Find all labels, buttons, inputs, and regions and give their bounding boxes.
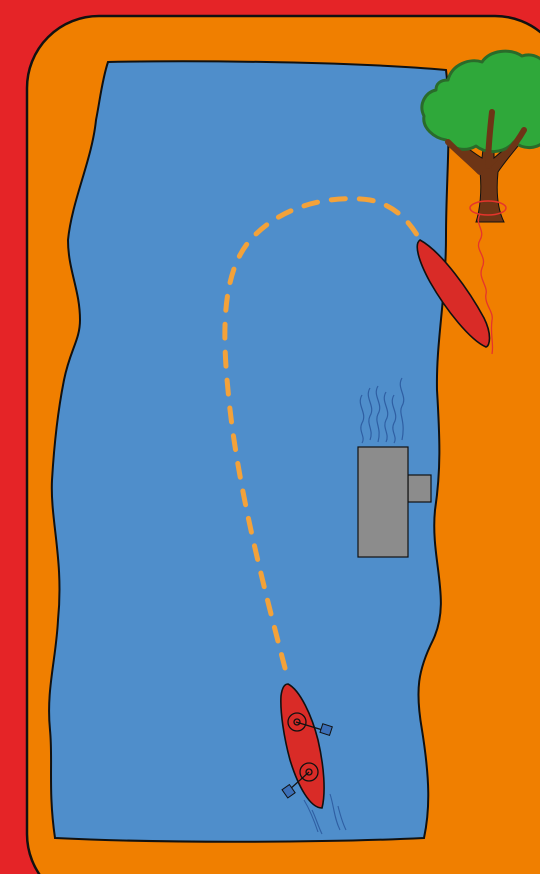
paddler-rear-head: [305, 768, 313, 776]
dock-platform: [357, 446, 409, 558]
wake-lines: [303, 793, 347, 835]
river: [48, 60, 450, 843]
rope-loop: [469, 200, 507, 216]
tree-branch-mid: [485, 109, 495, 169]
mooring-rope: [477, 213, 494, 355]
tree-icon: [420, 49, 540, 223]
paddler-front-head: [293, 718, 301, 726]
dock: [357, 446, 432, 558]
paddle-blade-front: [319, 723, 333, 736]
wavy-lines-icon: [359, 377, 405, 444]
dock-walkway: [407, 474, 432, 503]
paddle-shaft-rear: [288, 771, 310, 791]
dashed-route: [222, 196, 423, 671]
tree-branch-left: [445, 139, 483, 175]
tree-branch-right: [491, 127, 527, 171]
kayak-icon: [416, 239, 491, 348]
paddle-blade-rear: [281, 783, 296, 799]
tree-foliage: [420, 49, 540, 153]
tandem-kayak-icon: [280, 683, 347, 835]
paddler-front: [287, 712, 307, 732]
paddler-rear: [299, 762, 319, 782]
